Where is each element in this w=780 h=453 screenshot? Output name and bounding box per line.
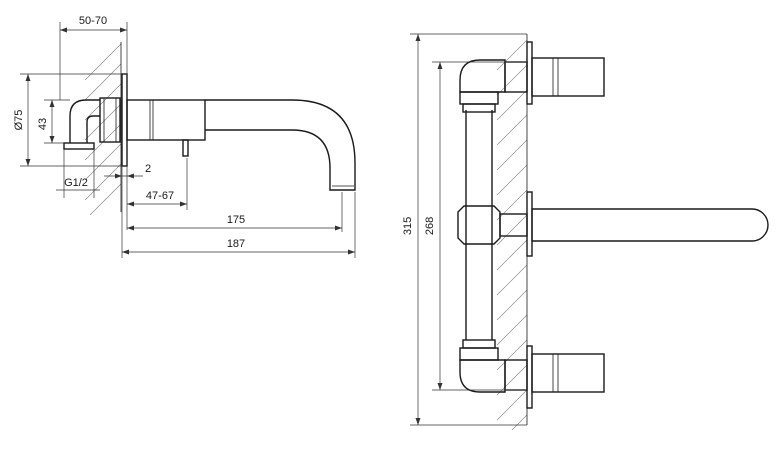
top-handle-base	[504, 61, 528, 93]
dim-43: 43	[37, 99, 70, 144]
mixer-body	[126, 99, 206, 141]
bottom-handle	[531, 353, 605, 393]
front-spout	[531, 208, 769, 242]
top-nut	[459, 91, 499, 105]
dim-315: 315	[402, 33, 527, 426]
dim-diameter-75: Ø75	[13, 73, 122, 167]
dim-label-g12: G1/2	[64, 177, 88, 189]
bottom-elbow	[459, 359, 506, 393]
bottom-handle-base	[504, 359, 528, 391]
bottom-rosette	[526, 345, 533, 409]
top-rosette	[526, 41, 533, 105]
bottom-collar	[462, 339, 496, 349]
wall-rosette	[121, 73, 128, 167]
dim-g12: G1/2	[56, 149, 100, 198]
dim-label-43: 43	[37, 118, 49, 130]
middle-connector	[457, 205, 501, 245]
dim-187: 187	[122, 238, 355, 255]
rear-elbow-inner	[86, 115, 100, 143]
spout	[205, 99, 356, 191]
dim-175: 175	[127, 214, 342, 231]
dim-2: 2	[104, 163, 151, 179]
dim-label-75: Ø75	[13, 110, 25, 131]
dim-47-67: 47-67	[127, 190, 187, 207]
top-elbow	[459, 59, 506, 93]
dim-268: 268	[424, 61, 527, 391]
wall-hatching-right	[497, 40, 527, 430]
lever-pin	[182, 139, 189, 157]
dim-label-315: 315	[402, 217, 414, 235]
spout-base	[499, 213, 528, 237]
dim-label-268: 268	[424, 217, 436, 235]
top-handle	[531, 57, 605, 97]
dim-50-70: 50-70	[59, 15, 128, 100]
body-collar	[99, 97, 121, 143]
dim-label-2: 2	[145, 163, 151, 175]
top-collar	[462, 103, 496, 113]
spout-rosette	[526, 191, 533, 257]
bottom-nut	[459, 347, 499, 361]
dim-label-47-67: 47-67	[146, 190, 174, 202]
front-view: 315 268	[402, 33, 769, 430]
rear-elbow	[69, 99, 100, 143]
dim-label-187: 187	[227, 238, 245, 250]
dim-label-175: 175	[227, 214, 245, 226]
dim-label-50-70: 50-70	[79, 15, 107, 27]
g12-connector	[63, 142, 95, 150]
side-view: 50-70 Ø75 43 G1/2	[13, 15, 356, 258]
